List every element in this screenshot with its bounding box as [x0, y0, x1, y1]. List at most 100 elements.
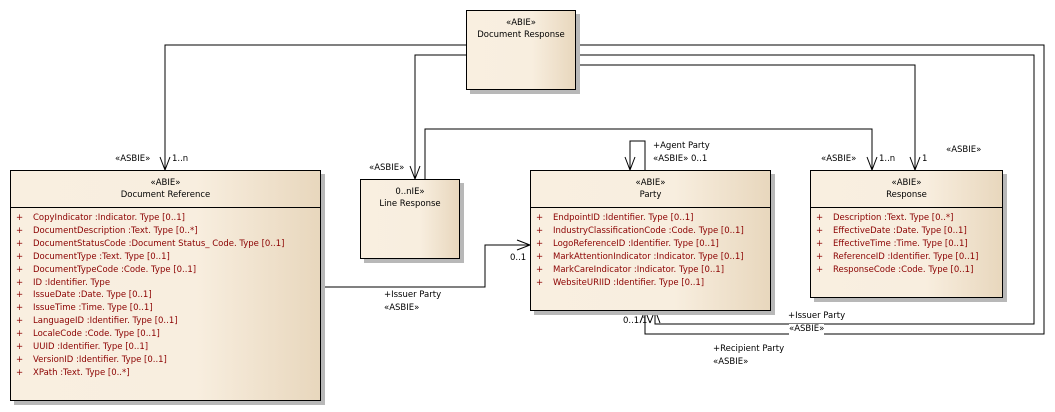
class-name: Line Response — [379, 199, 441, 209]
attribute-text: LanguageID :Identifier. Type [0..1] — [33, 316, 178, 327]
attribute-text: CopyIndicator :Indicator. Type [0..1] — [33, 213, 185, 223]
attribute-row[interactable]: + LanguageID :Identifier. Type [0..1] — [16, 315, 320, 328]
visibility-marker: + — [536, 277, 544, 288]
class-name: Response — [886, 190, 927, 200]
lineresp-stereotype-label: «ASBIE» — [369, 163, 405, 173]
docref-multiplicity: 1..n — [172, 154, 189, 164]
attribute-row[interactable]: + IndustryClassificationCode :Code. Type … — [536, 225, 770, 238]
attribute-row[interactable]: +MarkAttentionIndicator :Indicator. Type… — [536, 251, 770, 264]
stereotype: «ABIE» — [150, 178, 181, 188]
attribute-row[interactable]: + DocumentType :Text. Type [0..1] — [16, 251, 320, 264]
agent-party-stereotype: «ASBIE» 0..1 — [653, 154, 708, 164]
attribute-row[interactable]: +XPath :Text. Type [0..*] — [16, 367, 320, 380]
class-response[interactable]: «ABIE» Response + Description :Text. Type … — [810, 170, 1003, 298]
attribute-text: LocaleCode :Code. Type [0..1] — [33, 329, 160, 340]
attribute-row[interactable]: + ReferenceID :Identifier. Type [0..1] — [816, 251, 1002, 264]
attribute-row[interactable]: +DocumentStatusCode :Document Status_ Co… — [16, 238, 320, 251]
attribute-row[interactable]: + VersionID :Identifier. Type [0..1] — [16, 354, 320, 367]
assoc-docreference-party — [320, 244, 530, 288]
class-name: Party — [639, 190, 662, 200]
resp-multiplicity-1: 1 — [922, 154, 928, 164]
visibility-marker: + — [16, 251, 24, 262]
visibility-marker: + — [16, 213, 24, 223]
assoc-party-agent-self — [629, 140, 646, 170]
visibility-marker: + — [816, 264, 824, 275]
visibility-marker: + — [16, 264, 24, 275]
attribute-row[interactable]: + UUID :Identifier. Type [0..1] — [16, 341, 320, 354]
issuer-party-stereotype: «ASBIE» — [384, 303, 420, 313]
visibility-marker: + — [16, 238, 24, 249]
attribute-text: EffectiveTime :Time. Type [0..1] — [833, 238, 968, 249]
resp-stereotype-label: «ASBIE» — [821, 154, 857, 164]
attribute-text: DocumentType :Text. Type [0..1] — [33, 251, 170, 262]
attribute-row[interactable]: +LocaleCode :Code. Type [0..1] — [16, 328, 320, 341]
attribute-text: DocumentDescription :Text. Type [0..*] — [33, 225, 198, 236]
visibility-marker: + — [816, 225, 824, 236]
visibility-marker: + — [816, 213, 824, 223]
attribute-row[interactable]: + IssueDate :Date. Type [0..1] — [16, 289, 320, 302]
attribute-text: XPath :Text. Type [0..*] — [33, 367, 130, 378]
attribute-text: IssueTime :Time. Type [0..1] — [33, 303, 153, 314]
assoc-docresponse-party-recipient — [575, 44, 1045, 335]
issuer-party-role-2: +Issuer Party — [788, 311, 846, 321]
party-bottom-multiplicity: 0..1 1 — [623, 316, 648, 326]
assoc-docresponse-response — [575, 64, 916, 170]
attribute-text: UUID :Identifier. Type [0..1] — [33, 342, 149, 353]
class-line-response[interactable]: 0..nIE» Line Response — [360, 179, 460, 259]
class-document-reference[interactable]: «ABIE» Document Reference + CopyIndicator … — [10, 170, 321, 401]
attribute-row[interactable]: +EndpointID :Identifier. Type [0..1] — [536, 212, 770, 225]
issuer-party-multiplicity: 0..1 — [510, 253, 527, 263]
visibility-marker: + — [16, 316, 24, 327]
class-document-response[interactable]: «ABIE» Document Response — [466, 10, 576, 90]
attribute-text: Description :Text. Type [0..*] — [833, 213, 954, 223]
attribute-row[interactable]: + DocumentDescription :Text. Type [0..*] — [16, 225, 320, 238]
stereotype: «ABIE» — [635, 178, 666, 188]
attribute-row[interactable]: + DocumentTypeCode :Code. Type [0..1] — [16, 264, 320, 277]
stereotype: «ABIE» — [891, 178, 922, 188]
visibility-marker: + — [16, 354, 24, 365]
attribute-row[interactable]: +WebsiteURIID :Identifier. Type [0..1] — [536, 277, 770, 290]
class-name: Document Response — [477, 30, 565, 40]
visibility-marker: + — [16, 342, 24, 353]
attribute-row[interactable]: + EffectiveTime :Time. Type [0..1] — [816, 238, 1002, 251]
attribute-list: + Description :Text. Type [0..*] + Effectiv… — [811, 208, 1002, 277]
attribute-text: EffectiveDate :Date. Type [0..1] — [833, 225, 967, 236]
visibility-marker: + — [536, 225, 544, 236]
resp-stereotype-label-2: «ASBIE» — [946, 145, 982, 155]
attribute-text: ReferenceID :Identifier. Type [0..1] — [833, 251, 979, 262]
attribute-row[interactable]: + CopyIndicator :Indicator. Type [0..1] — [16, 212, 320, 225]
attribute-text: IndustryClassificationCode :Code. Type [… — [553, 225, 744, 236]
resp-multiplicity-1n: 1..n — [879, 154, 896, 164]
assoc-docresponse-party-issuer — [575, 54, 1035, 325]
assoc-lineresponse-response — [424, 128, 873, 179]
recipient-party-stereotype: «ASBIE» — [713, 357, 749, 367]
visibility-marker: + — [536, 213, 544, 223]
attribute-row[interactable]: +ResponseCode :Code. Type [0..1] — [816, 264, 1002, 277]
visibility-marker: + — [536, 238, 544, 249]
attribute-row[interactable]: + Description :Text. Type [0..*] — [816, 212, 1002, 225]
attribute-text: IssueDate :Date. Type [0..1] — [33, 290, 152, 301]
attribute-text: MarkCareIndicator :Indicator. Type [0..1… — [553, 264, 725, 275]
visibility-marker: + — [16, 225, 24, 236]
attribute-text: DocumentTypeCode :Code. Type [0..1] — [33, 264, 197, 275]
attribute-row[interactable]: + LogoReferenceID :Identifier. Type [0..1… — [536, 238, 770, 251]
attribute-text: ID :Identifier. Type — [33, 277, 111, 288]
attribute-text: VersionID :Identifier. Type [0..1] — [33, 354, 167, 365]
stereotype: «ABIE» — [506, 18, 536, 28]
attribute-text: LogoReferenceID :Identifier. Type [0..1] — [553, 238, 719, 249]
visibility-marker: + — [16, 290, 24, 301]
attribute-row[interactable]: + IssueTime :Time. Type [0..1] — [16, 302, 320, 315]
docref-stereotype-label: «ASBIE» — [115, 154, 151, 164]
class-party[interactable]: «ABIE» Party +EndpointID :Identifier. Typ… — [530, 170, 771, 311]
attribute-row[interactable]: +ID :Identifier. Type — [16, 277, 320, 290]
attribute-row[interactable]: +MarkCareIndicator :Indicator. Type [0..… — [536, 264, 770, 277]
visibility-marker: + — [816, 251, 824, 262]
class-name: Document Reference — [120, 190, 211, 200]
attribute-row[interactable]: + EffectiveDate :Date. Type [0..1] — [816, 225, 1002, 238]
issuer-party-stereotype-2: «ASBIE» — [789, 324, 825, 335]
visibility-marker: + — [816, 238, 824, 249]
stereotype: 0..nIE» — [395, 187, 425, 197]
visibility-marker: + — [16, 303, 24, 314]
visibility-marker: + — [536, 251, 544, 262]
